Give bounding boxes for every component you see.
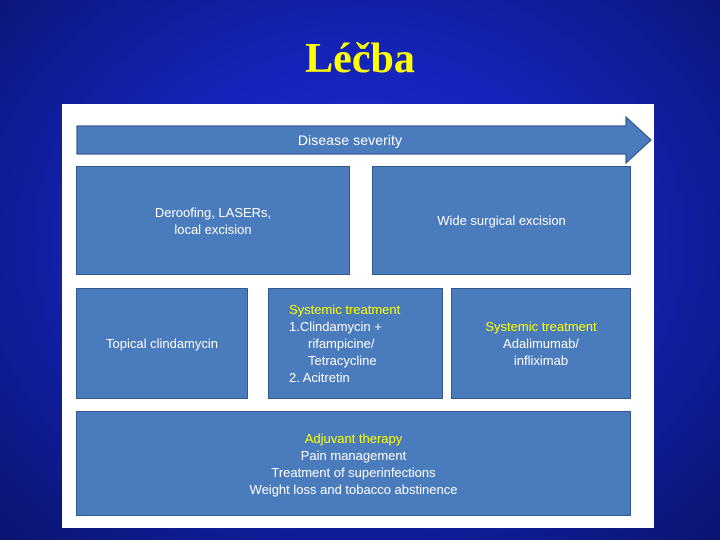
box-heading: Systemic treatment <box>485 319 597 334</box>
box-line: local excision <box>174 221 252 237</box>
box-line: Deroofing, LASERs, <box>154 204 272 220</box>
box-deroofing-lasers: Deroofing, LASERs, local excision <box>76 166 350 275</box>
box-adjuvant-therapy: Adjuvant therapy Pain management Treatme… <box>76 411 631 516</box>
box-systemic-treatment-2: Systemic treatment Adalimumab/ inflixima… <box>451 288 631 399</box>
box-line: rifampicine/ <box>308 336 375 351</box>
disease-severity-arrow <box>76 116 652 164</box>
box-line: infliximab <box>513 353 569 368</box>
box-line: Weight loss and tobacco abstinence <box>249 481 458 497</box>
box-line: 2. Acitretin <box>289 370 350 385</box>
box-heading: Adjuvant therapy <box>304 430 403 446</box>
box-line: Adalimumab/ <box>503 336 579 351</box>
box-wide-surgical-excision: Wide surgical excision <box>372 166 631 275</box>
box-line: Topical clindamycin <box>106 336 218 351</box>
box-line: Wide surgical excision <box>437 213 566 228</box>
slide-title: Léčba <box>305 36 415 82</box>
box-line: Pain management <box>300 447 407 463</box>
box-topical-clindamycin: Topical clindamycin <box>76 288 248 399</box>
treatment-diagram: Disease severity Deroofing, LASERs, loca… <box>62 104 654 528</box>
box-line: 1.Clindamycin + <box>289 319 382 334</box>
box-line: Treatment of superinfections <box>271 464 436 480</box>
disease-severity-label: Disease severity <box>297 132 403 148</box>
box-systemic-treatment-1: Systemic treatment 1.Clindamycin + rifam… <box>268 288 443 399</box>
box-line: Tetracycline <box>308 353 377 368</box>
box-heading: Systemic treatment <box>289 302 401 317</box>
